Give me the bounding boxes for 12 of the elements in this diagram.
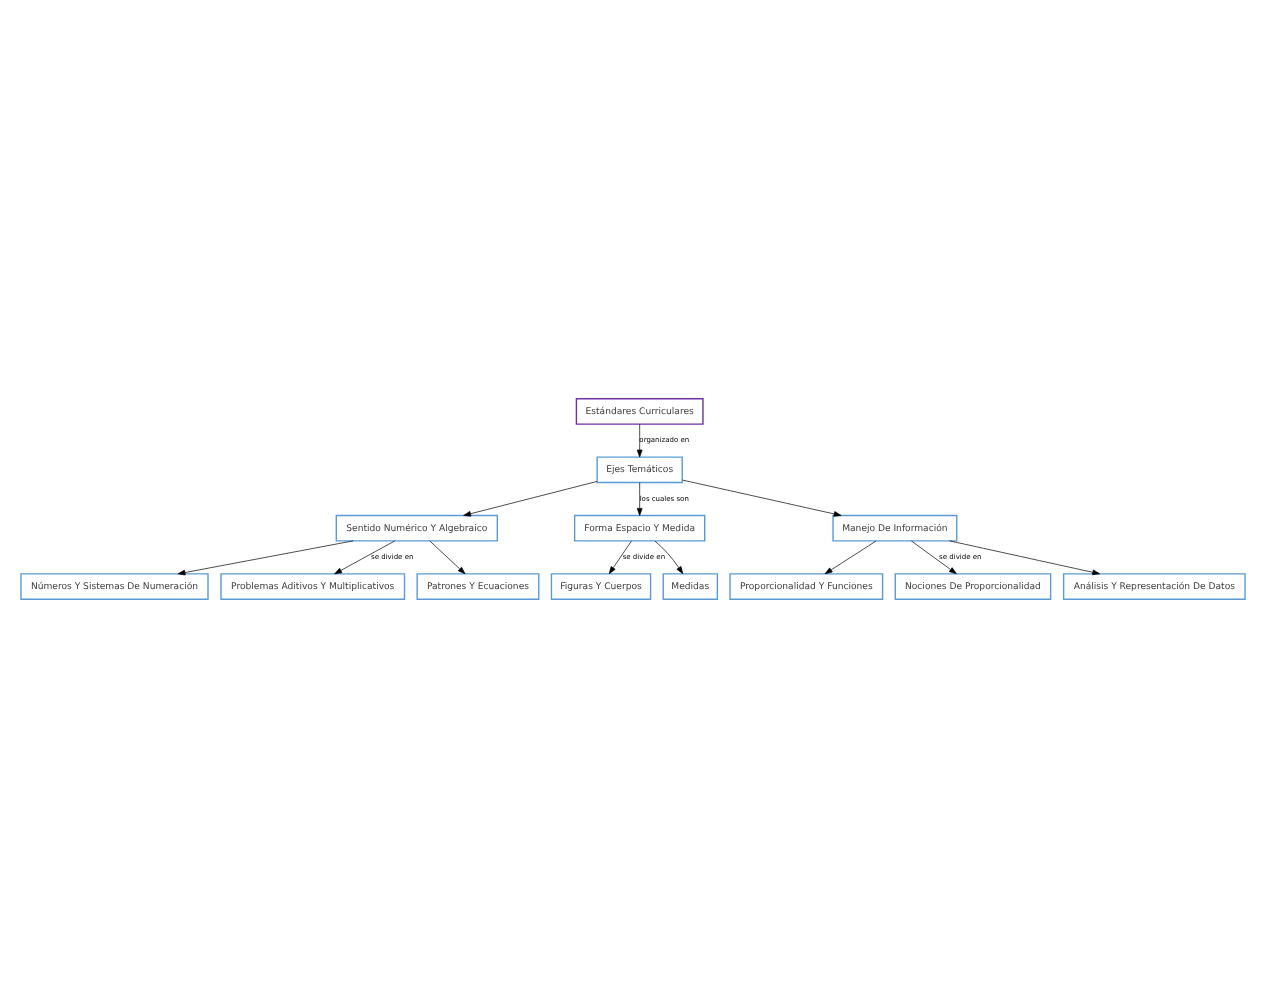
arrow — [654, 540, 684, 574]
arrow — [636, 482, 643, 516]
arrow — [463, 481, 598, 517]
arrow — [334, 540, 396, 575]
arrow — [911, 540, 957, 575]
arrow — [608, 540, 632, 575]
arrow — [949, 540, 1101, 576]
arrow — [636, 423, 643, 458]
arrow — [824, 540, 877, 575]
arrow — [177, 540, 354, 576]
arrow — [429, 540, 466, 575]
arrow — [682, 479, 842, 517]
